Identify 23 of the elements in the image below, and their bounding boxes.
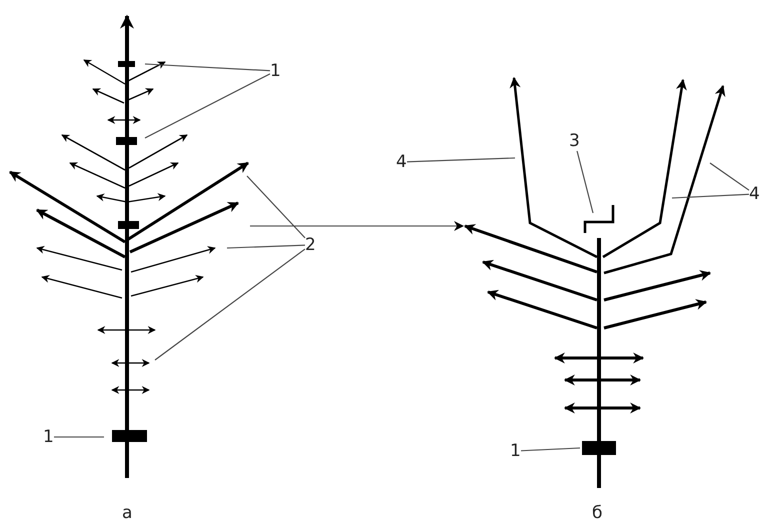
leader-line [154, 248, 306, 360]
leader-line [520, 447, 580, 452]
panel-label: а [122, 503, 132, 523]
arrow [250, 221, 464, 231]
leader-line [54, 436, 104, 438]
panel-label: б [592, 503, 602, 523]
callout-number: 3 [569, 131, 580, 151]
callout-number: 4 [749, 184, 760, 204]
callout-number: 1 [43, 427, 54, 447]
callout-number: 4 [396, 152, 407, 172]
shoot-branching-drawing [9, 14, 249, 478]
leader-line [226, 244, 306, 249]
leader-line [144, 63, 270, 72]
leader-line [246, 176, 306, 238]
callout-number: 1 [270, 61, 281, 81]
shoot-branching-drawing [464, 76, 726, 488]
leader-line [144, 73, 270, 138]
leader-line [576, 150, 594, 214]
leader-line [406, 157, 516, 162]
leader-line [672, 194, 750, 199]
callout-number: 1 [510, 441, 521, 461]
leader-line [710, 162, 750, 191]
callout-number: 2 [305, 235, 316, 255]
